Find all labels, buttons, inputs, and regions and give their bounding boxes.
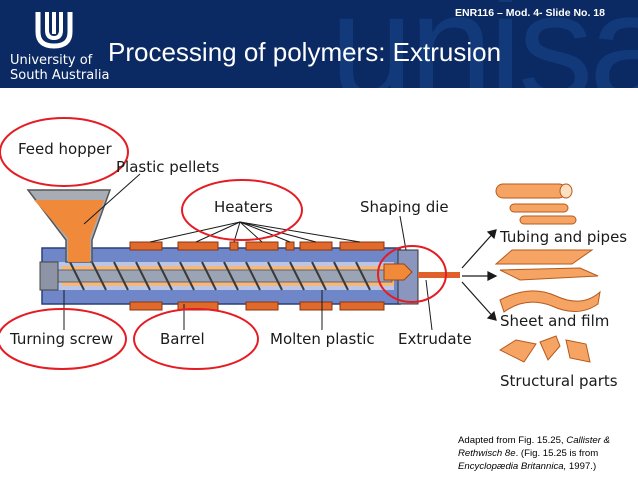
slide-number: ENR116 – Mod. 4- Slide No. 18 [455,7,605,19]
label-extrudate: Extrudate [398,330,472,348]
caption-ref1: Callister & Rethwisch 8e [458,435,610,459]
pellets-leader [83,173,141,225]
label-molten-plastic: Molten plastic [270,330,375,348]
screw-flights [69,261,371,291]
label-plastic-pellets: Plastic pellets [116,158,220,176]
label-structural-parts: Structural parts [500,372,618,390]
structural-products [498,335,591,363]
figure-caption: Adapted from Fig. 15.25, Callister & Ret… [458,434,634,473]
caption-middle: . (Fig. 15.25 is from [515,448,599,459]
label-turning-screw: Turning screw [10,330,114,348]
heater-leaders [149,221,361,243]
sheet-products [494,249,601,313]
watermark: unisa [330,0,638,88]
label-feed-hopper: Feed hopper [18,140,112,158]
caption-suffix: 1997.) [566,461,597,472]
page-title: Processing of polymers: Extrusion [108,37,502,67]
caption-ref2: Encyclopædia Britannica, [458,461,567,472]
university-name: University of South Australia [10,53,109,83]
screw-drive [39,261,59,291]
die-orange [383,263,413,281]
slide-header: unisa University of South Australia ENR1… [0,0,638,88]
tubing-products [495,183,577,225]
label-tubing-and-pipes: Tubing and pipes [500,228,628,246]
extrudate [418,272,460,278]
label-sheet-and-film: Sheet and film [500,312,610,330]
die-leader [399,215,407,251]
heaters [129,241,385,311]
highlight-circles [0,117,447,370]
university-logo-icon [35,12,73,49]
hopper-pellets [34,200,104,262]
caption-prefix: Adapted from Fig. 15.25, [458,435,567,446]
label-shaping-die: Shaping die [360,198,449,216]
extrudate-leader [425,279,433,331]
product-arrows [461,229,498,321]
university-line2: South Australia [10,68,110,83]
label-barrel: Barrel [160,330,205,348]
label-heaters: Heaters [214,198,273,216]
university-line1: University of [10,53,93,68]
